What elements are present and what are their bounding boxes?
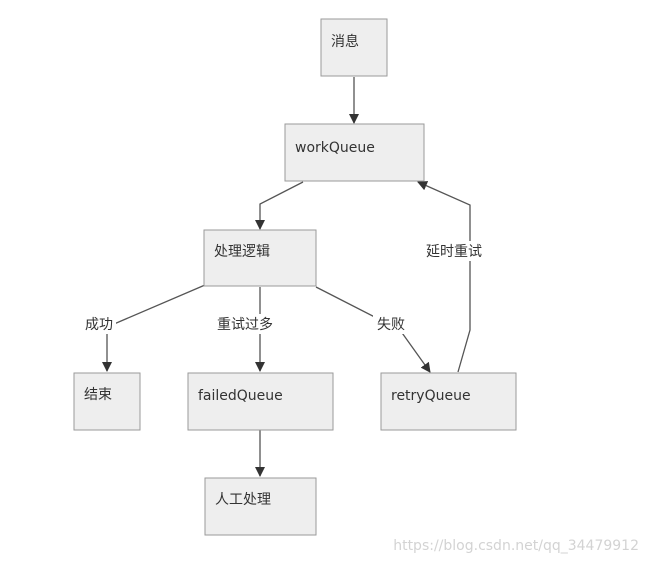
node-failedqueue-label: failedQueue bbox=[198, 388, 283, 404]
node-manual: 人工处理 bbox=[204, 477, 317, 536]
node-message-label: 消息 bbox=[331, 33, 359, 50]
edge-label-success: 成功 bbox=[85, 317, 113, 333]
node-workqueue-label: workQueue bbox=[295, 140, 375, 156]
node-message-box bbox=[320, 18, 388, 77]
node-workqueue: workQueue bbox=[284, 123, 425, 182]
node-end-label: 结束 bbox=[84, 387, 112, 403]
edge-labels: 成功 重试过多 失败 延时重试 bbox=[82, 241, 488, 334]
node-workqueue-box bbox=[284, 123, 425, 182]
node-process-label: 处理逻辑 bbox=[214, 244, 270, 260]
node-manual-box bbox=[204, 477, 317, 536]
edge-label-failure-bg bbox=[373, 314, 409, 334]
edge-label-delayed-retry-bg bbox=[420, 241, 488, 261]
node-end-box bbox=[73, 372, 141, 431]
node-process-box bbox=[203, 229, 317, 287]
edge-workqueue-to-process bbox=[255, 181, 304, 230]
edge-retryqueue-to-workqueue bbox=[417, 181, 471, 373]
node-retryqueue-box bbox=[380, 372, 517, 431]
node-retryqueue-label: retryQueue bbox=[391, 388, 471, 404]
edge-label-failure: 失败 bbox=[377, 317, 405, 333]
node-failedqueue: failedQueue bbox=[187, 372, 334, 431]
node-retryqueue: retryQueue bbox=[380, 372, 517, 431]
edge-label-too-many-retries-bg bbox=[212, 314, 278, 334]
edge-label-too-many-retries: 重试过多 bbox=[217, 316, 273, 333]
node-process: 处理逻辑 bbox=[203, 229, 317, 287]
node-failedqueue-box bbox=[187, 372, 334, 431]
node-end: 结束 bbox=[73, 372, 141, 431]
node-manual-label: 人工处理 bbox=[215, 492, 271, 508]
edge-label-delayed-retry: 延时重试 bbox=[426, 244, 482, 260]
edge-label-success-bg bbox=[82, 314, 116, 334]
node-message: 消息 bbox=[320, 18, 388, 77]
watermark: https://blog.csdn.net/qq_34479912 bbox=[393, 538, 639, 554]
edge-process-to-end bbox=[102, 284, 206, 372]
